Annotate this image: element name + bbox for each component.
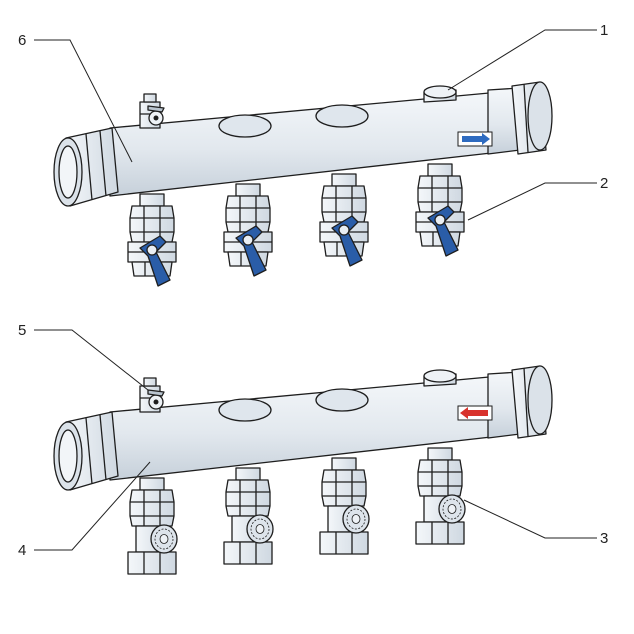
callout-2: 2 <box>600 175 608 192</box>
air-vent-valve <box>139 93 165 129</box>
callout-1: 1 <box>600 22 608 39</box>
right-coupling-nut <box>511 81 553 155</box>
callout-3: 3 <box>600 530 608 547</box>
thermostatic-valve-outlet <box>415 447 466 545</box>
thermostatic-valve-outlet <box>319 457 370 555</box>
air-vent-valve <box>139 377 165 413</box>
left-coupling-nut <box>53 411 119 491</box>
supply-manifold <box>53 81 553 287</box>
top-plug <box>423 85 457 103</box>
top-plug <box>423 369 457 387</box>
thermostatic-valve-outlet <box>223 467 274 565</box>
ball-valve-outlet <box>127 193 177 287</box>
ball-valve-outlet <box>319 173 369 267</box>
callout-6: 6 <box>18 32 26 49</box>
callout-4: 4 <box>18 542 26 559</box>
right-coupling-nut <box>511 365 553 439</box>
callout-5: 5 <box>18 322 26 339</box>
thermostatic-valve-outlet <box>127 477 178 575</box>
flow-arrow-blue <box>457 131 493 147</box>
ball-valve-outlet <box>415 163 465 257</box>
flow-arrow-red <box>457 405 493 421</box>
callouts: 1 2 3 4 5 6 <box>18 22 608 559</box>
left-coupling-nut <box>53 127 119 207</box>
ball-valve-outlet <box>223 183 273 277</box>
return-manifold <box>53 365 553 575</box>
